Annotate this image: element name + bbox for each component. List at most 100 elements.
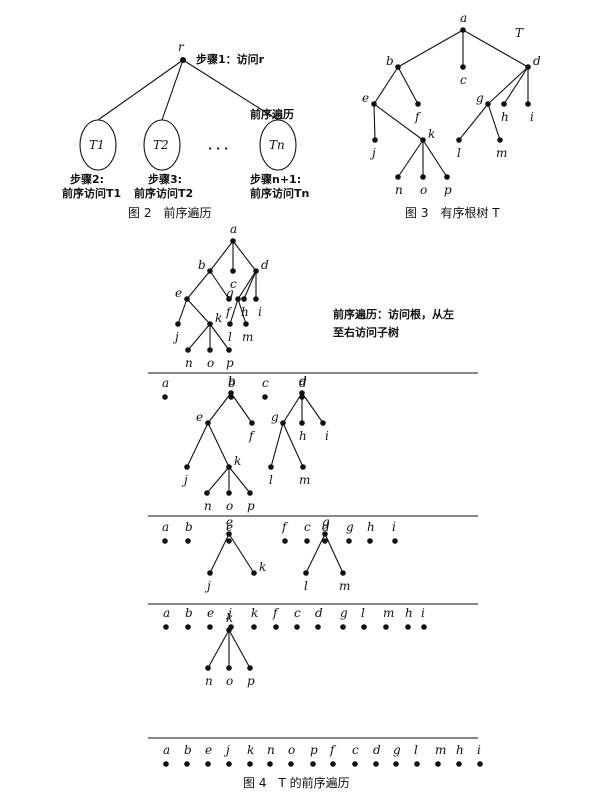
node-label-o: o [420, 183, 427, 197]
seq-label-b: b [185, 520, 193, 534]
node-p [226, 347, 232, 353]
node-label-j: j [172, 330, 179, 344]
seq-label-c: c [262, 376, 269, 390]
seq-node-i [392, 538, 398, 544]
fig2-caption: 图 2 前序遍历 [128, 205, 211, 220]
node-c [230, 268, 236, 274]
subtree-t1 [79, 119, 117, 171]
edge-k-n [187, 323, 211, 351]
node-b [228, 390, 234, 396]
edge-g-m [324, 533, 344, 574]
fig2-stepn-l2: 前序访问Tn [250, 186, 309, 200]
seq-label-b: b [228, 376, 236, 390]
node-n [205, 665, 211, 671]
node-label-k: k [234, 454, 241, 468]
fig2-ellipsis: · · · [208, 142, 228, 155]
node-label-e: e [196, 410, 203, 424]
node-label-o: o [226, 674, 233, 688]
node-d [525, 64, 531, 70]
seq-label-h: h [405, 606, 413, 620]
node-o [226, 490, 232, 496]
fig4-note-line1: 前序遍历：访问根，从左 [333, 307, 454, 321]
seq-node-b [185, 624, 191, 630]
node-label-k: k [428, 127, 435, 141]
node-k [226, 627, 232, 633]
subtree-tn [259, 119, 297, 171]
node-h [501, 101, 507, 107]
seq-node-b [184, 761, 190, 767]
subtree-t1-label: T1 [89, 138, 105, 152]
edge-a-b [397, 29, 464, 68]
subtree-tn-label: Tn [269, 138, 285, 152]
edge-a-d [462, 29, 529, 68]
seq-label-n: n [267, 743, 275, 757]
edge-e-k [207, 422, 230, 468]
edge-d-i [301, 392, 324, 424]
fig2-step2-l2: 前序访问T1 [62, 186, 121, 200]
seq-label-c: c [352, 743, 359, 757]
node-a [460, 27, 466, 33]
edge-b-f [230, 392, 253, 424]
seq-label-d: d [315, 606, 323, 620]
node-o [207, 347, 213, 353]
edge-g-l [458, 103, 489, 141]
fig2-stepn-l1: 步骤n+1: [250, 172, 301, 186]
seq-label-e: e [226, 520, 233, 534]
node-n [395, 174, 401, 180]
node-label-b: b [386, 54, 394, 68]
seq-label-g: g [346, 520, 354, 534]
node-l [303, 570, 309, 576]
node-label-g: g [226, 286, 234, 300]
seq-label-i: i [421, 606, 425, 620]
seq-node-c [352, 761, 358, 767]
node-label-i: i [530, 110, 534, 124]
seq-label-l: l [361, 606, 365, 620]
seq-label-h: h [367, 520, 375, 534]
node-l [268, 464, 274, 470]
edge-k-p [422, 139, 448, 178]
seq-node-h [405, 624, 411, 630]
seq-node-p [310, 761, 316, 767]
seq-label-f: f [329, 743, 337, 757]
node-i [320, 420, 326, 426]
node-label-i: i [325, 429, 329, 443]
seq-node-m [435, 761, 441, 767]
edge-d-g [282, 392, 303, 424]
node-label-k: k [226, 611, 233, 625]
seq-node-i [477, 761, 483, 767]
seq-label-k: k [247, 743, 254, 757]
seq-node-l [361, 624, 367, 630]
edge-d-h [503, 66, 529, 105]
node-p [444, 174, 450, 180]
subtree-t2 [143, 119, 181, 171]
seq-label-a: a [162, 520, 169, 534]
seq-label-g: g [393, 743, 401, 757]
node-g [235, 296, 241, 302]
edge-b-e [373, 66, 399, 105]
seq-label-e: e [207, 606, 214, 620]
edge-d-g [487, 66, 529, 105]
seq-node-a [162, 394, 168, 400]
fig2-edge [182, 59, 279, 121]
edge-d-h [243, 270, 257, 300]
node-label-l: l [457, 146, 461, 160]
node-label-h: h [241, 305, 249, 319]
subtree-t2-label: T2 [153, 138, 169, 152]
node-p [247, 490, 253, 496]
seq-label-k: k [251, 606, 258, 620]
node-label-m: m [299, 473, 310, 487]
seq-node-c [294, 624, 300, 630]
seq-label-i: i [477, 743, 481, 757]
node-b [207, 268, 213, 274]
seq-label-b: b [185, 606, 193, 620]
node-label-e: e [362, 91, 369, 105]
edge-k-p [228, 466, 251, 494]
node-j [207, 570, 213, 576]
node-j [372, 137, 378, 143]
fig4-note-line2: 至右访问子树 [333, 325, 399, 339]
edge-k-n [207, 629, 230, 669]
